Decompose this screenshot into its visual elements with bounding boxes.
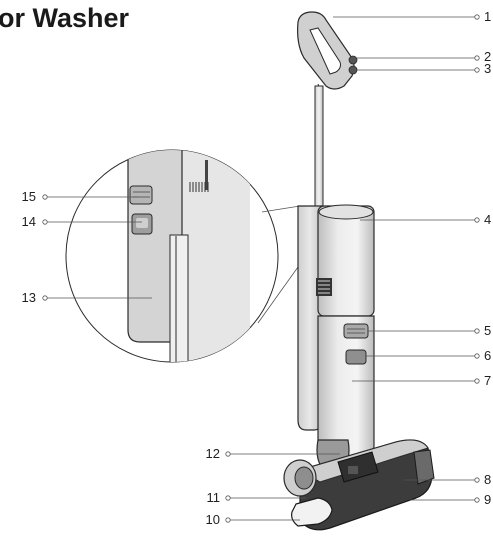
- callout-12: 12: [205, 446, 220, 461]
- floor-head: [283, 439, 435, 531]
- callout-7: 7: [484, 373, 492, 388]
- leader-lines-right: [333, 14, 480, 503]
- callout-15: 15: [21, 189, 36, 204]
- water-tank: [316, 204, 375, 317]
- callout-9: 9: [484, 492, 492, 507]
- callout-10: 10: [205, 512, 220, 527]
- callout-1: 1: [484, 9, 492, 24]
- zoom-connector-line: [261, 205, 301, 213]
- callout-2: 2: [484, 49, 492, 64]
- callout-3: 3: [484, 61, 492, 76]
- leader-lines-left: [42, 194, 340, 523]
- handle-grip: [297, 11, 358, 91]
- callout-13: 13: [21, 290, 36, 305]
- zoom-connector-line: [257, 266, 299, 324]
- zoom-detail-circle: [65, 149, 279, 363]
- callout-5: 5: [484, 323, 492, 338]
- callout-6: 6: [484, 348, 492, 363]
- callout-8: 8: [484, 472, 492, 487]
- diagram-title: or Washer: [0, 3, 130, 33]
- extension-pole: [314, 85, 324, 213]
- callout-4: 4: [484, 212, 492, 227]
- callout-14: 14: [21, 214, 36, 229]
- lower-body: [317, 315, 375, 459]
- callout-11: 11: [206, 490, 221, 505]
